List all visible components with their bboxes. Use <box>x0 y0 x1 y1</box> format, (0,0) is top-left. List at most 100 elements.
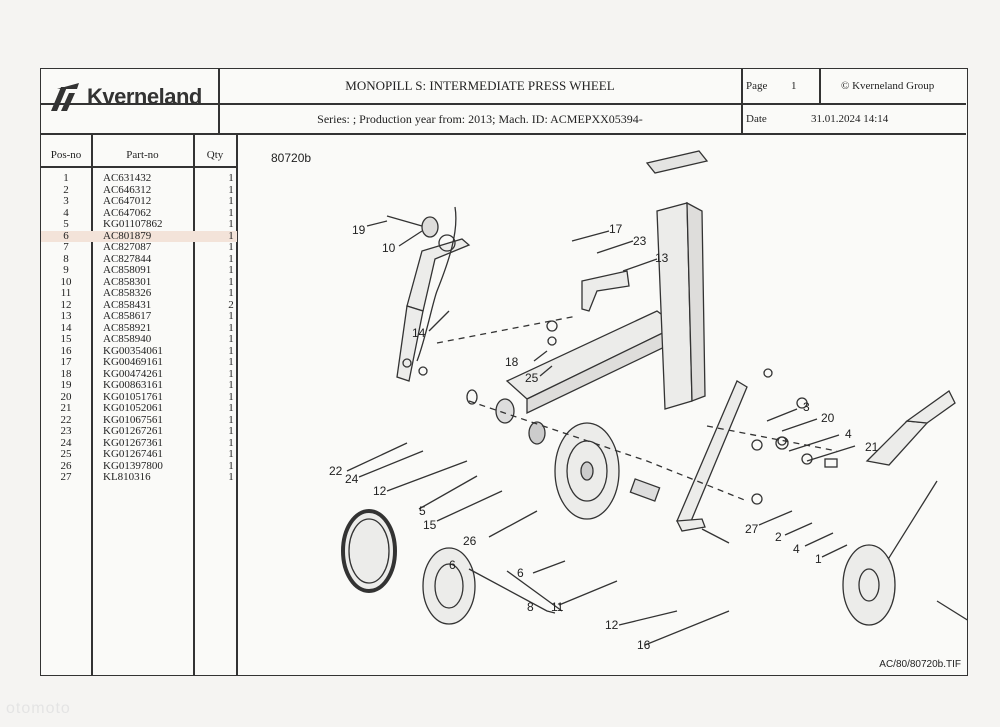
pos-cell: 18 <box>60 367 72 380</box>
qty-cell: 1 <box>228 229 234 242</box>
pos-cell: 26 <box>60 459 72 472</box>
table-header-border <box>41 166 237 168</box>
pos-cell: 24 <box>60 436 72 449</box>
page-label: Page <box>746 80 768 92</box>
pos-cell: 20 <box>60 390 72 403</box>
part-number-cell: KG01052061 <box>103 402 163 414</box>
col-divider-pos <box>91 133 93 675</box>
brand-logo: Kverneland <box>49 81 202 113</box>
col-divider-qty <box>236 133 238 675</box>
callout-label: 20 <box>821 411 835 425</box>
col-divider-part <box>193 133 195 675</box>
qty-cell: 1 <box>228 471 234 483</box>
parts-sheet: Kverneland MONOPILL S: INTERMEDIATE PRES… <box>40 68 968 676</box>
file-reference: AC/80/80720b.TIF <box>879 659 961 670</box>
callout-label: 25 <box>525 371 539 385</box>
callout-label: 22 <box>329 464 343 478</box>
qty-cell: 1 <box>228 241 234 253</box>
callout-label: 6 <box>449 558 456 572</box>
part-number-cell: AC647012 <box>103 195 152 207</box>
part-number-cell: AC631432 <box>103 172 152 184</box>
part-number-cell: AC801879 <box>103 229 152 242</box>
callout-label: 2 <box>775 530 782 544</box>
callout-label: 4 <box>793 542 800 556</box>
pos-cell: 7 <box>63 241 69 253</box>
pos-cell: 2 <box>63 183 69 196</box>
qty-cell: 1 <box>228 333 234 345</box>
callout-label: 15 <box>423 518 437 532</box>
table-row: 6 AC801879 1 <box>41 229 237 242</box>
qty-cell: 1 <box>228 425 234 437</box>
pos-cell: 15 <box>60 333 72 345</box>
copyright: © Kverneland Group <box>841 80 935 92</box>
qty-cell: 1 <box>228 195 234 207</box>
col-header-part: Part-no <box>126 149 159 161</box>
part-number-cell: AC646312 <box>103 183 152 196</box>
part-number-cell: KG01051761 <box>103 390 163 403</box>
header-bottom-border <box>41 133 966 135</box>
part-number-cell: KG01267461 <box>103 448 163 460</box>
callout-label: 13 <box>655 251 669 265</box>
table-row: 15 AC858940 1 <box>41 333 237 346</box>
callout-label: 8 <box>527 600 534 614</box>
pos-cell: 9 <box>63 264 69 276</box>
qty-cell: 1 <box>228 264 234 276</box>
table-row: 24 KG01267361 1 <box>41 436 237 450</box>
col-header-qty: Qty <box>206 149 224 161</box>
page-number: 1 <box>791 80 797 92</box>
pos-cell: 23 <box>60 425 72 437</box>
header-divider <box>41 103 966 105</box>
pos-cell: 14 <box>60 321 72 334</box>
qty-cell: 1 <box>228 344 234 357</box>
pos-cell: 10 <box>60 275 72 288</box>
qty-cell: 1 <box>228 379 234 391</box>
brand-name: Kverneland <box>87 84 202 109</box>
pos-cell: 12 <box>60 298 72 311</box>
part-number-cell: KG00474261 <box>103 367 163 380</box>
pos-cell: 6 <box>63 229 69 242</box>
part-number-cell: AC858326 <box>103 287 152 299</box>
part-number-cell: AC858921 <box>103 321 152 334</box>
callout-label: 21 <box>865 440 879 454</box>
qty-cell: 1 <box>228 252 234 265</box>
part-number-cell: KG01267361 <box>103 436 163 449</box>
pos-cell: 17 <box>60 356 72 368</box>
part-number-cell: AC827087 <box>103 241 152 253</box>
part-number-cell: KG00863161 <box>103 379 163 391</box>
pos-cell: 27 <box>60 471 72 483</box>
qty-cell: 1 <box>228 206 234 219</box>
table-row: 1 AC631432 1 <box>41 172 237 185</box>
part-number-cell: AC858940 <box>103 333 152 345</box>
qty-cell: 1 <box>228 436 234 449</box>
drawing-id: 80720b <box>271 151 312 165</box>
part-number-cell: AC858617 <box>103 310 152 322</box>
pos-cell: 25 <box>60 448 72 460</box>
document-title: MONOPILL S: INTERMEDIATE PRESS WHEEL <box>345 78 615 93</box>
watermark: otomoto <box>6 700 71 717</box>
qty-cell: 1 <box>228 172 234 184</box>
callout-label: 26 <box>463 534 477 548</box>
pos-cell: 3 <box>63 195 69 207</box>
callout-label: 10 <box>382 241 396 255</box>
page-divider <box>819 69 821 103</box>
part-number-cell: AC858431 <box>103 298 152 311</box>
pos-cell: 1 <box>63 172 69 184</box>
pos-cell: 11 <box>60 287 72 299</box>
pos-cell: 22 <box>60 413 72 426</box>
callout-label: 3 <box>803 400 810 414</box>
